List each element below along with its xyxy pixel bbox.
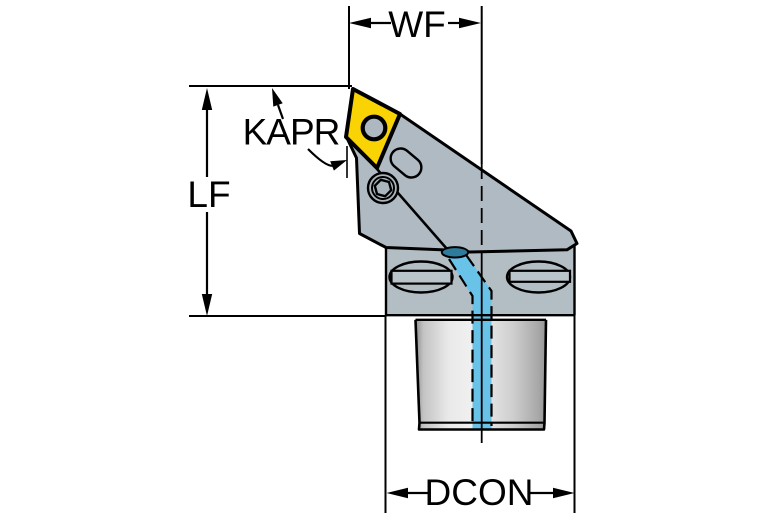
wf-arrow-left-icon: [349, 17, 371, 29]
wf-dimension: WF: [348, 4, 483, 164]
kapr-arrow-right-icon: [330, 160, 347, 171]
kapr-label: KAPR: [243, 112, 340, 153]
dcon-label: DCON: [425, 472, 534, 513]
lf-arrow-down-icon: [201, 294, 213, 316]
clamp-finger-cutout: [389, 147, 423, 179]
lf-label: LF: [187, 174, 230, 215]
lf-dimension: LF: [187, 85, 386, 317]
dcon-arrow-right-icon: [553, 487, 575, 499]
coolant-hidden-line-right: [465, 254, 493, 426]
lf-arrow-up-icon: [201, 88, 213, 110]
shank-outline: [414, 319, 548, 431]
insert: [344, 87, 402, 170]
kapr-callout: KAPR: [243, 88, 348, 178]
wf-label: WF: [388, 4, 446, 45]
coolant-hidden-line-left: [448, 258, 474, 426]
dcon-dimension: DCON: [384, 313, 576, 513]
dcon-arrow-left-icon: [386, 487, 408, 499]
left-clamp-slot: [388, 260, 454, 294]
clamp-screw: [366, 171, 400, 205]
coolant-channel: [447, 251, 492, 429]
insert-screw-hole: [360, 114, 388, 142]
wf-arrow-right-icon: [459, 17, 481, 29]
kapr-arrow-up-icon: [272, 88, 283, 107]
hex-socket-icon: [373, 178, 393, 198]
coolant-inlet: [440, 246, 470, 259]
right-clamp-slot: [505, 260, 572, 294]
clamp-block-outline: [384, 245, 576, 316]
